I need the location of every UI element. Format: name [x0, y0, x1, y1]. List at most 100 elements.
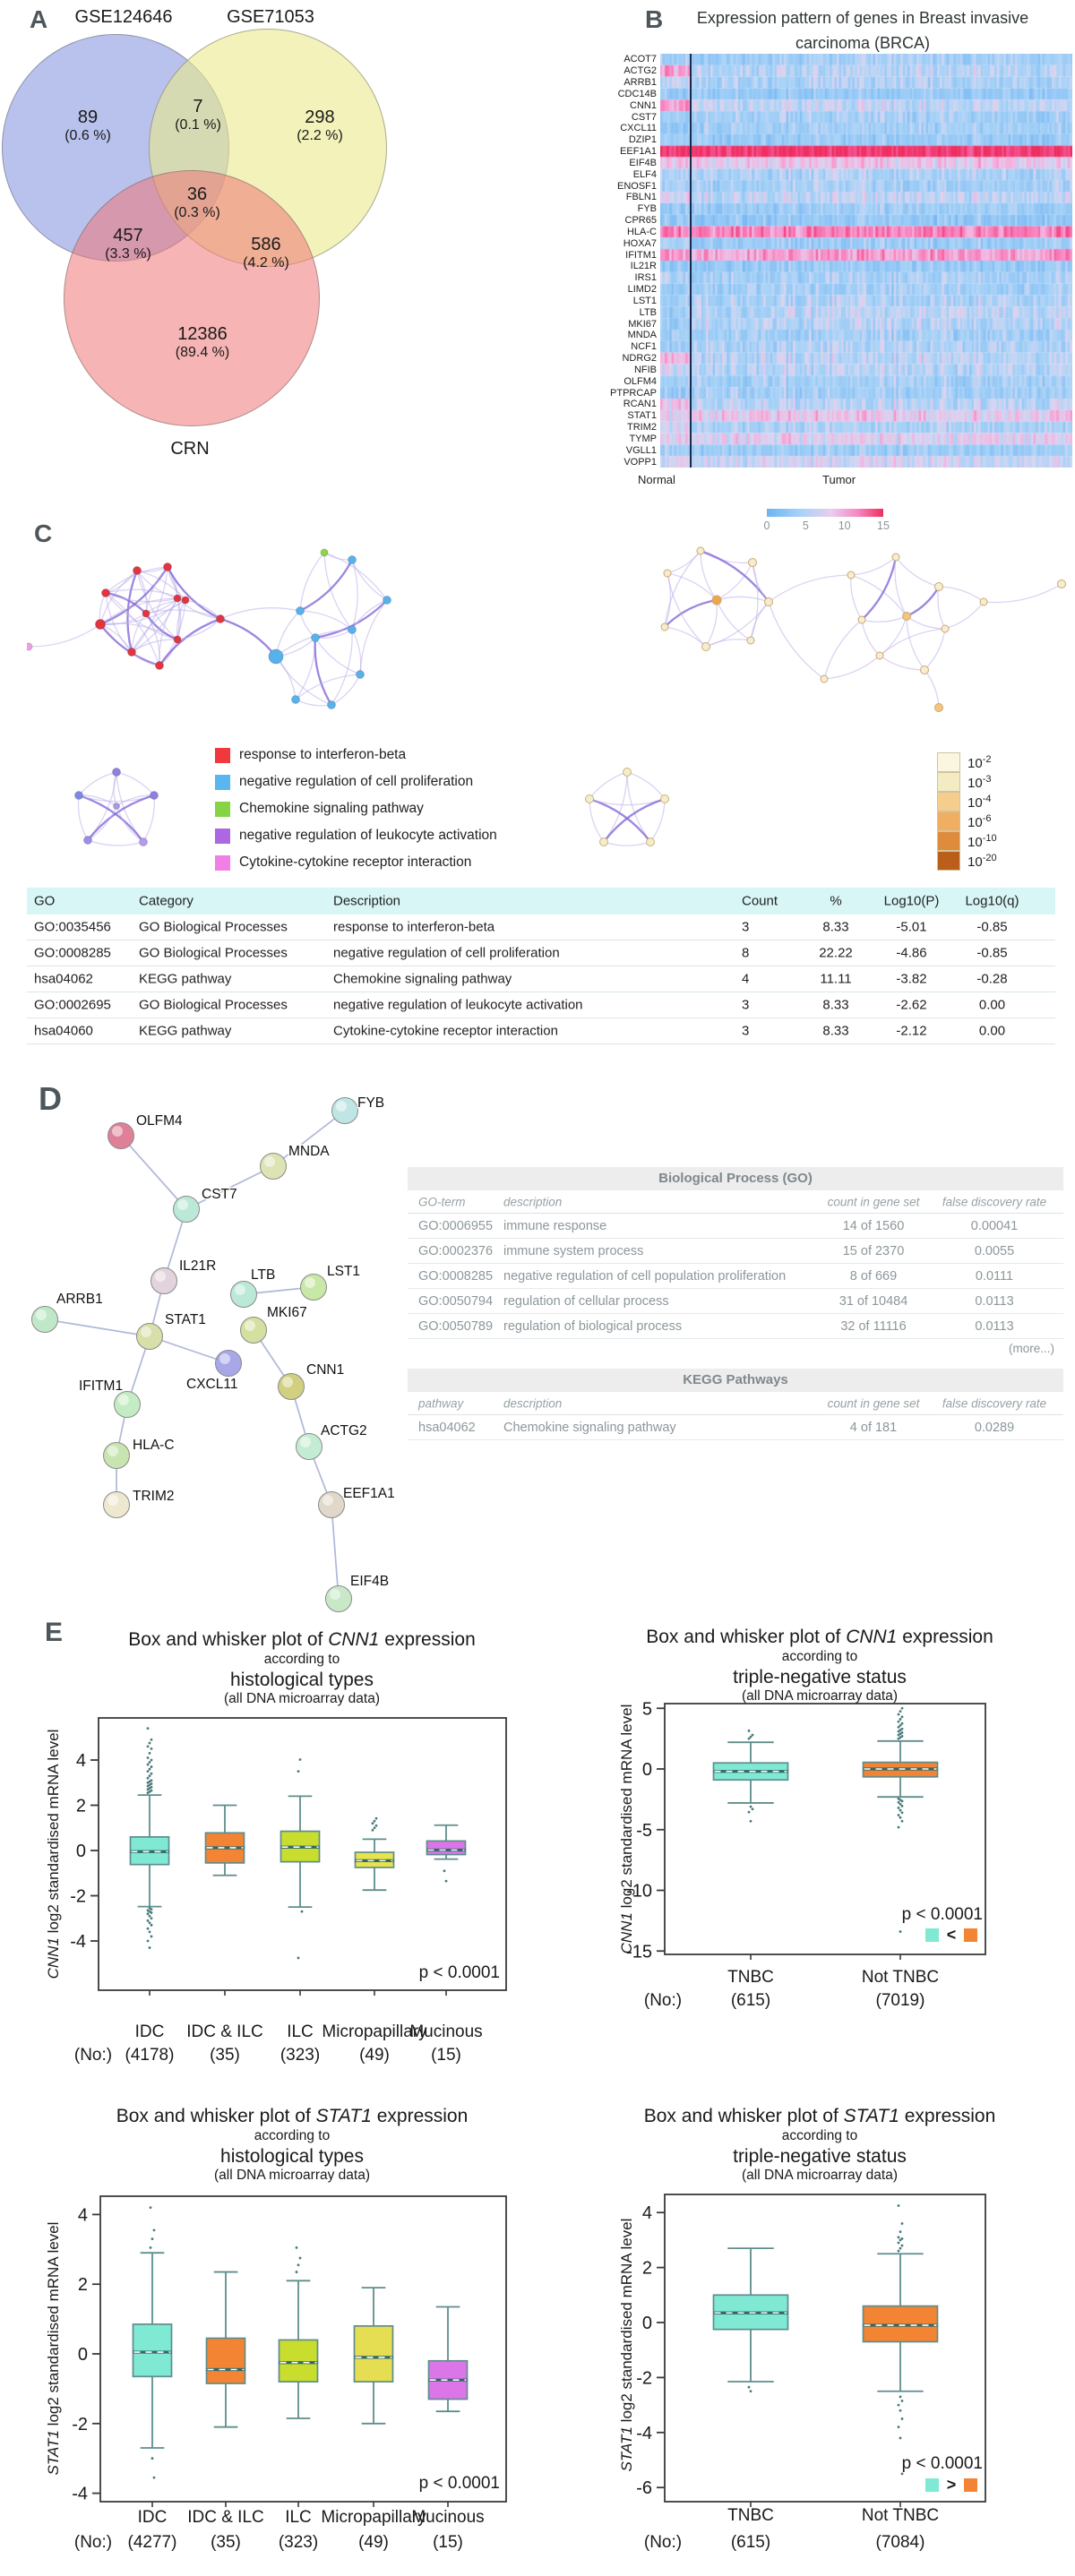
- gene-label: TYMP: [629, 433, 657, 444]
- network-edge: [861, 615, 907, 623]
- gene-label: ELF4: [632, 168, 657, 180]
- outlier-dot: [899, 1808, 902, 1812]
- n-label: (35): [210, 2046, 240, 2065]
- table-cell: 0.0289: [974, 1420, 1015, 1435]
- network-edge: [299, 610, 353, 631]
- outlier-dot: [897, 2403, 900, 2407]
- x-label-ILC: ILC: [285, 2508, 312, 2527]
- table-cell: GO Biological Processes: [139, 997, 288, 1013]
- brca-heatmap: [660, 54, 1072, 468]
- outlier-dot: [900, 1706, 904, 1710]
- plot-frame: [98, 1717, 507, 1991]
- outlier-dot: [150, 1758, 153, 1762]
- go-cluster-blue-node: [268, 648, 284, 665]
- table-cell: GO:0006955: [418, 1218, 494, 1233]
- network-edge: [28, 623, 101, 648]
- legend-operator: <: [947, 1926, 957, 1944]
- gene-label: ENOSF1: [616, 180, 657, 192]
- outlier-dot: [897, 1806, 900, 1809]
- outlier-dot: [148, 1906, 151, 1910]
- outlier-dot: [150, 2237, 154, 2241]
- outlier-dot: [146, 1788, 150, 1791]
- gene-label: STAT1: [627, 410, 657, 422]
- network-edge: [894, 556, 907, 617]
- ppi-edge: [331, 1504, 340, 1600]
- table-cell: 0.00: [978, 1023, 1006, 1039]
- protein-label-MKI67: MKI67: [267, 1305, 307, 1320]
- outlier-dot: [150, 1779, 153, 1782]
- outlier-dot: [899, 1710, 902, 1713]
- legend-orange-swatch: [964, 1928, 977, 1942]
- outlier-dot: [148, 1787, 151, 1790]
- venn-circle-CRN: [64, 170, 320, 426]
- plot-title-line4: (all DNA microarray data): [214, 2168, 370, 2183]
- network-edge: [850, 574, 863, 621]
- outlier-dot: [897, 1737, 900, 1740]
- heatmap-title-line2: carcinoma (BRCA): [795, 34, 931, 52]
- outlier-dot: [148, 1780, 151, 1783]
- y-tick-label: -2: [636, 2368, 652, 2388]
- heatmap-colorbar: [767, 509, 883, 517]
- legend-operator: >: [947, 2476, 957, 2494]
- pscale-exponent: -3: [982, 773, 992, 785]
- venn-percent: (2.2 %): [297, 128, 343, 143]
- ppi-edge: [120, 1135, 187, 1210]
- x-label-TNBC: TNBC: [727, 2506, 774, 2525]
- table-cell: 3: [742, 919, 750, 935]
- outlier-dot: [148, 1783, 151, 1787]
- outlier-dot: [146, 1727, 150, 1730]
- table-header-cell: description: [503, 1396, 563, 1410]
- gene-label: FYB: [637, 203, 657, 215]
- network-edge: [750, 601, 770, 641]
- ppi-edge: [149, 1335, 229, 1364]
- colorbar-tick-label: 10: [838, 519, 851, 532]
- x-label-Not TNBC: Not TNBC: [862, 1968, 939, 1987]
- gene-label: LST1: [632, 295, 657, 306]
- plot-title-line2: according to: [263, 1652, 340, 1667]
- panel-c-letter: C: [34, 519, 53, 547]
- outlier-dot: [146, 1776, 150, 1780]
- gene-label: OLFM4: [624, 375, 657, 387]
- plot-frame: [664, 2194, 986, 2503]
- pscale-item: 10-4: [937, 792, 991, 811]
- table-cell: Chemokine signaling pathway: [503, 1420, 676, 1435]
- table-cell: negative regulation of cell population p…: [503, 1268, 787, 1284]
- x-label-Mucinous: Mucinous: [409, 2022, 482, 2041]
- small-star-right-node: [585, 794, 594, 803]
- outlier-dot: [150, 2457, 154, 2460]
- box-IDC: [132, 2323, 173, 2378]
- table-cell: 32 of 11116: [840, 1318, 907, 1334]
- outlier-dot: [148, 1910, 151, 1913]
- outlier-dot: [152, 2228, 156, 2232]
- pscale-exponent: -20: [982, 852, 997, 863]
- pscale-label: 10-2: [968, 753, 992, 771]
- small-star-right-node: [623, 768, 632, 777]
- protein-label-EEF1A1: EEF1A1: [343, 1486, 395, 1501]
- table-cell: immune system process: [503, 1243, 644, 1258]
- outlier-dot: [900, 2222, 904, 2225]
- ppi-edge: [272, 1110, 346, 1167]
- protein-label-STAT1: STAT1: [165, 1312, 206, 1327]
- table-cell: KEGG pathway: [139, 971, 232, 987]
- plot-title-line3: histological types: [220, 2146, 364, 2167]
- go-cluster-blue-node: [327, 700, 336, 709]
- x-label-Mucinous: Mucinous: [411, 2508, 484, 2527]
- protein-node-shine: [155, 1271, 166, 1282]
- protein-label-ACTG2: ACTG2: [321, 1423, 367, 1438]
- protein-label-OLFM4: OLFM4: [136, 1113, 183, 1129]
- outlier-dot: [374, 1824, 378, 1827]
- network-edge: [944, 601, 985, 630]
- network-edge: [589, 771, 628, 800]
- table-cell: GO Biological Processes: [139, 945, 288, 961]
- table-header-cell: GO: [34, 893, 56, 909]
- network-edge: [116, 771, 155, 796]
- outlier-dot: [897, 2249, 900, 2253]
- x-label-IDC: IDC: [138, 2508, 168, 2527]
- gene-label: NDRG2: [622, 353, 657, 365]
- outlier-dot: [900, 1804, 904, 1807]
